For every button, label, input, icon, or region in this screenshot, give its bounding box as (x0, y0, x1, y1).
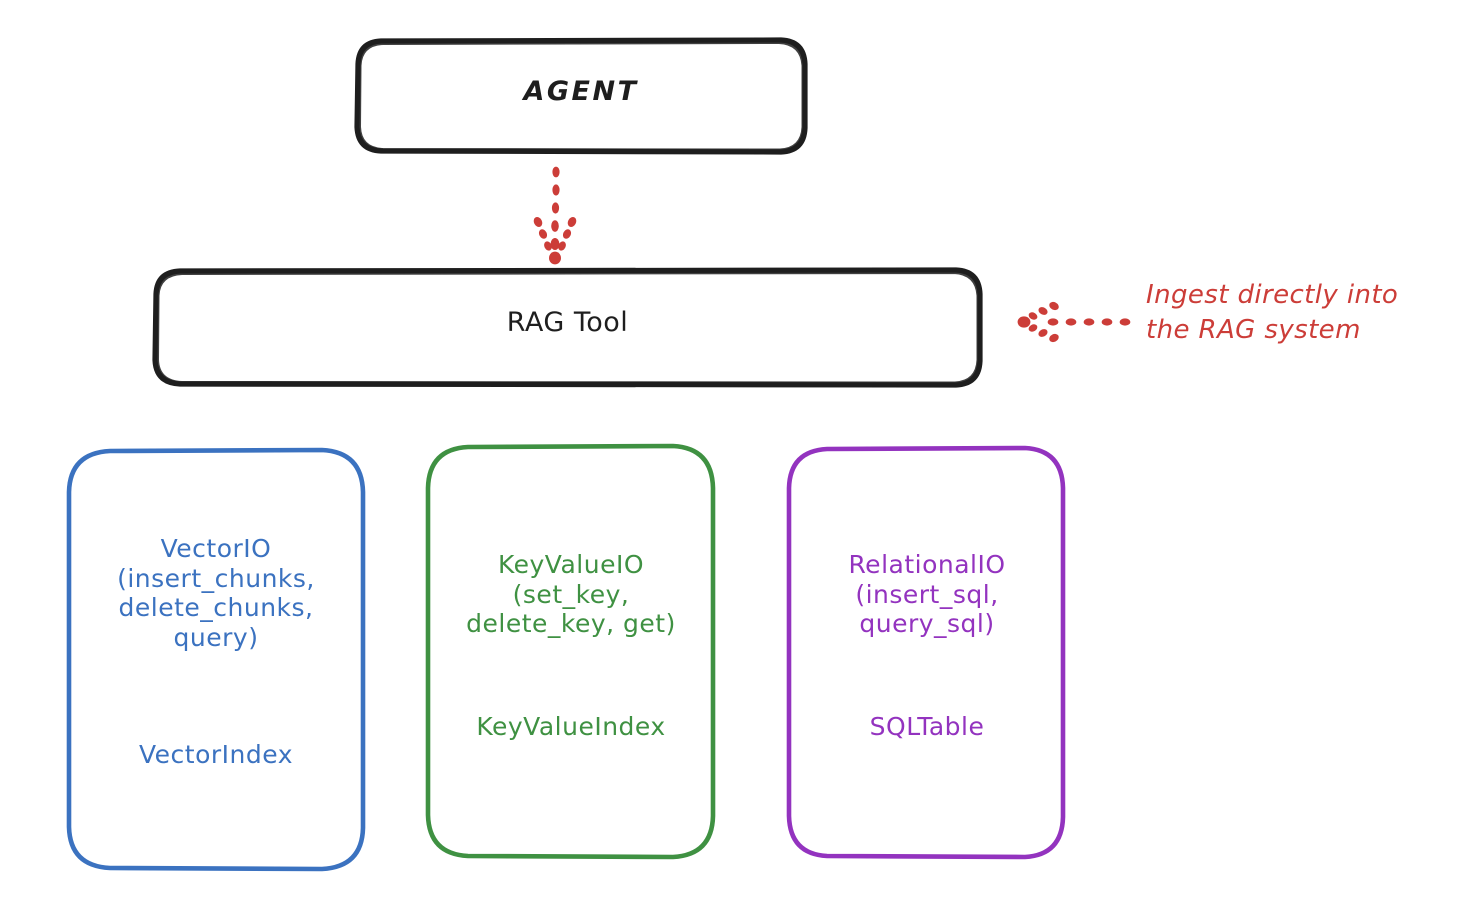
ingest-note-arrow (1017, 301, 1131, 343)
agent-box-outline (354, 37, 808, 155)
agent-to-rag-arrow (533, 166, 577, 265)
rag-tool-box-outline (152, 267, 983, 388)
relational-io-box-outline (786, 445, 1066, 860)
vector-io-box-outline (66, 447, 366, 872)
key-value-io-box-outline (425, 443, 716, 860)
ingest-annotation-text: Ingest directly into the RAG system (1146, 280, 1399, 346)
